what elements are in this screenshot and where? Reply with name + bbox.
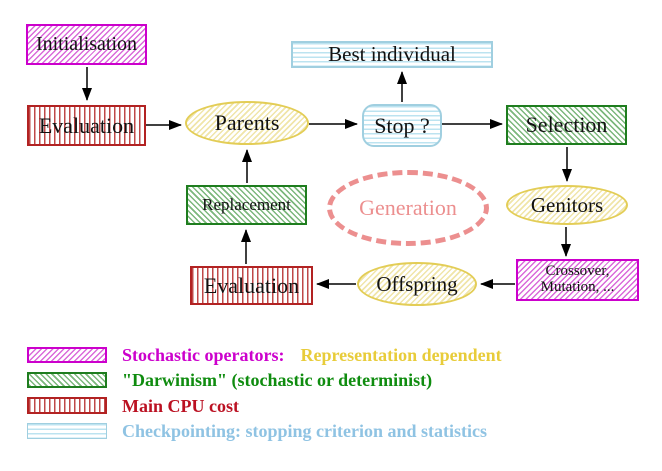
- node-offspring: Offspring: [357, 262, 477, 306]
- legend-checkpointing-label: Checkpointing: stopping criterion and st…: [122, 421, 488, 441]
- node-genitors: Genitors: [506, 185, 628, 225]
- node-replacement: Replacement: [186, 185, 307, 225]
- legend-row-checkpointing: Checkpointing: stopping criterion and st…: [122, 421, 487, 441]
- node-genitors-label: Genitors: [530, 192, 604, 217]
- node-crossover-line1: Crossover,: [545, 263, 610, 280]
- legend-swatch-darwinism: [27, 372, 107, 388]
- node-selection-label: Selection: [525, 112, 608, 138]
- legend-stochastic-operators-label: Stochastic operators:: [122, 345, 285, 365]
- legend-row-darwinism: "Darwinism" (stochastic or determinist): [122, 370, 432, 390]
- node-generation-label: Generation: [359, 195, 457, 221]
- node-stop: Stop ?: [362, 104, 442, 147]
- node-parents: Parents: [185, 101, 309, 145]
- node-stop-label: Stop ?: [374, 112, 430, 138]
- node-best-individual-label: Best individual: [328, 42, 456, 67]
- node-crossover-mutation: Crossover, Mutation, ...: [516, 259, 639, 301]
- legend-swatch-main-cpu-cost: [27, 397, 107, 414]
- node-evaluation-top: Evaluation: [27, 105, 146, 146]
- legend-swatch-checkpointing: [27, 423, 107, 439]
- legend-row-stochastic-operators: Stochastic operators: Representation depe…: [122, 345, 502, 365]
- node-evaluation-bottom: Evaluation: [190, 266, 313, 305]
- node-parents-label: Parents: [214, 110, 280, 136]
- node-generation-cycle: Generation: [327, 170, 489, 246]
- legend-darwinism-label: "Darwinism" (stochastic or determinist): [122, 370, 433, 390]
- legend-swatch-stochastic-operators: [27, 347, 107, 363]
- node-evaluation-bottom-label: Evaluation: [203, 272, 300, 298]
- node-offspring-label: Offspring: [376, 271, 458, 296]
- node-best-individual: Best individual: [291, 41, 493, 68]
- legend-main-cpu-cost-label: Main CPU cost: [122, 396, 239, 416]
- node-selection: Selection: [506, 105, 627, 145]
- node-initialisation-label: Initialisation: [35, 33, 138, 55]
- node-evaluation-top-label: Evaluation: [38, 112, 135, 138]
- node-initialisation: Initialisation: [26, 24, 147, 65]
- legend-representation-dependent-label: Representation dependent: [300, 345, 502, 365]
- node-replacement-label: Replacement: [202, 195, 291, 215]
- node-crossover-line2: Mutation, ...: [540, 279, 615, 295]
- legend-row-main-cpu-cost: Main CPU cost: [122, 396, 239, 416]
